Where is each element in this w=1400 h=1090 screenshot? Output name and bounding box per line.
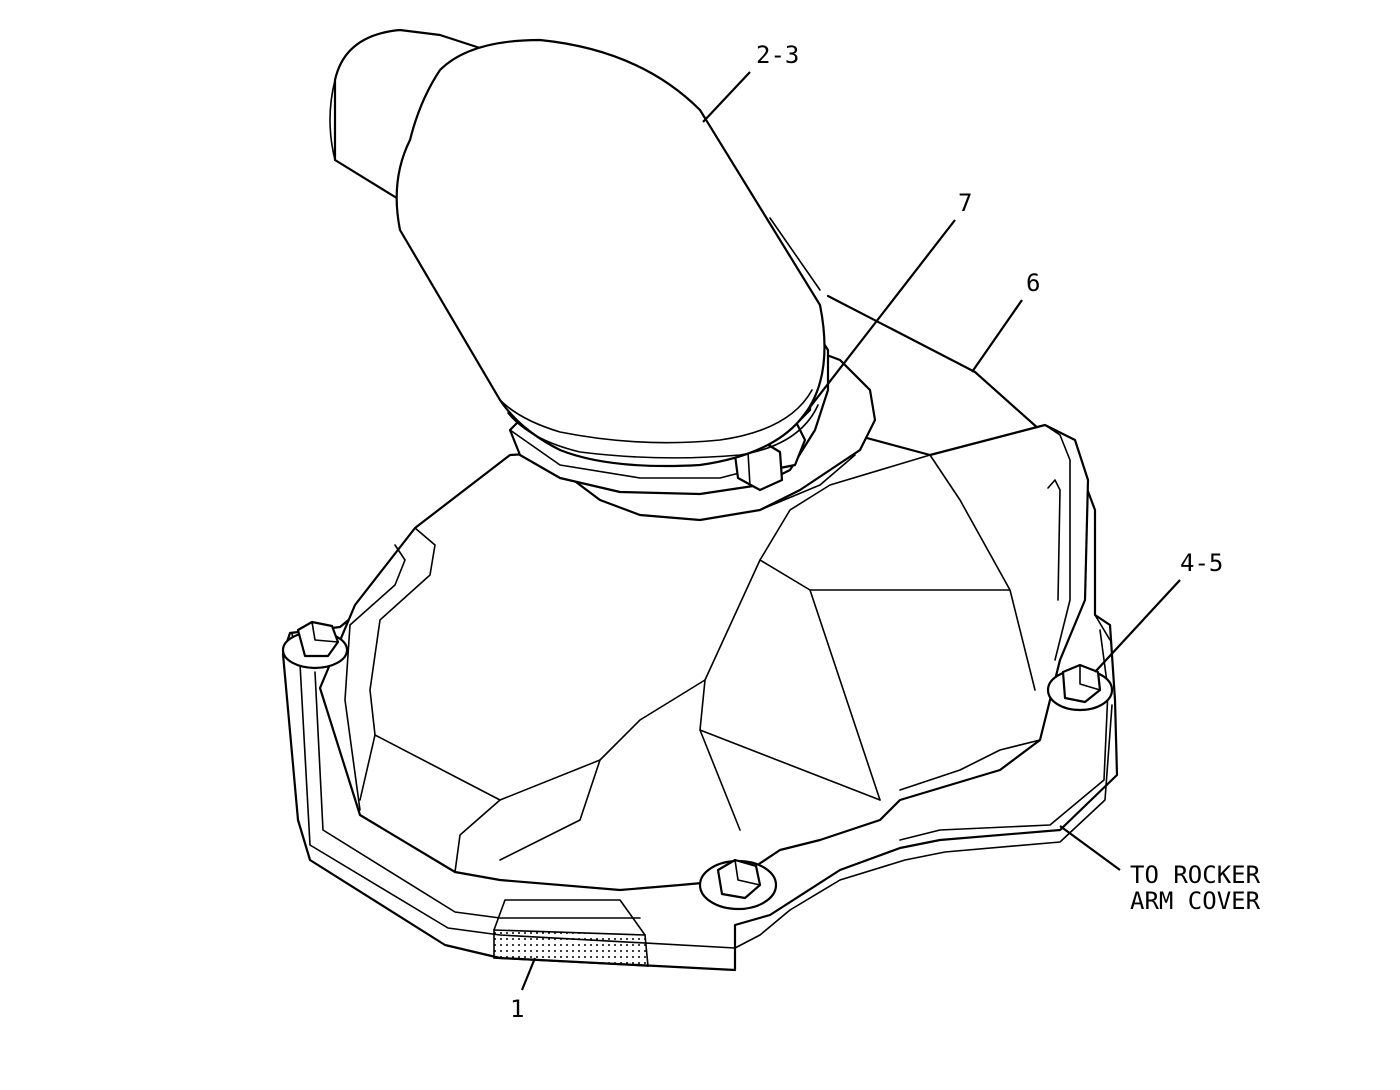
callout-4-5: 4-5 xyxy=(1180,549,1223,577)
leader-4-5 xyxy=(1094,579,1181,673)
leader-2-3 xyxy=(702,71,751,123)
bolt-front xyxy=(698,858,778,911)
callout-2-3: 2-3 xyxy=(756,41,799,69)
breather-cap xyxy=(329,28,826,468)
breather-housing xyxy=(318,418,1090,892)
note-line-2: ARM COVER xyxy=(1130,887,1261,915)
leader-6 xyxy=(971,299,1023,373)
leader-rocker-cover xyxy=(1059,825,1121,871)
note-line-1: TO ROCKER xyxy=(1130,861,1261,889)
bolt-rear-left xyxy=(281,620,349,670)
bolt-right xyxy=(1046,663,1114,712)
leader-1 xyxy=(520,957,537,991)
gasket-sealant-area xyxy=(493,899,649,967)
callout-1: 1 xyxy=(510,995,524,1023)
callout-6: 6 xyxy=(1026,269,1040,297)
callout-7: 7 xyxy=(958,189,972,217)
leader-7 xyxy=(799,219,956,421)
